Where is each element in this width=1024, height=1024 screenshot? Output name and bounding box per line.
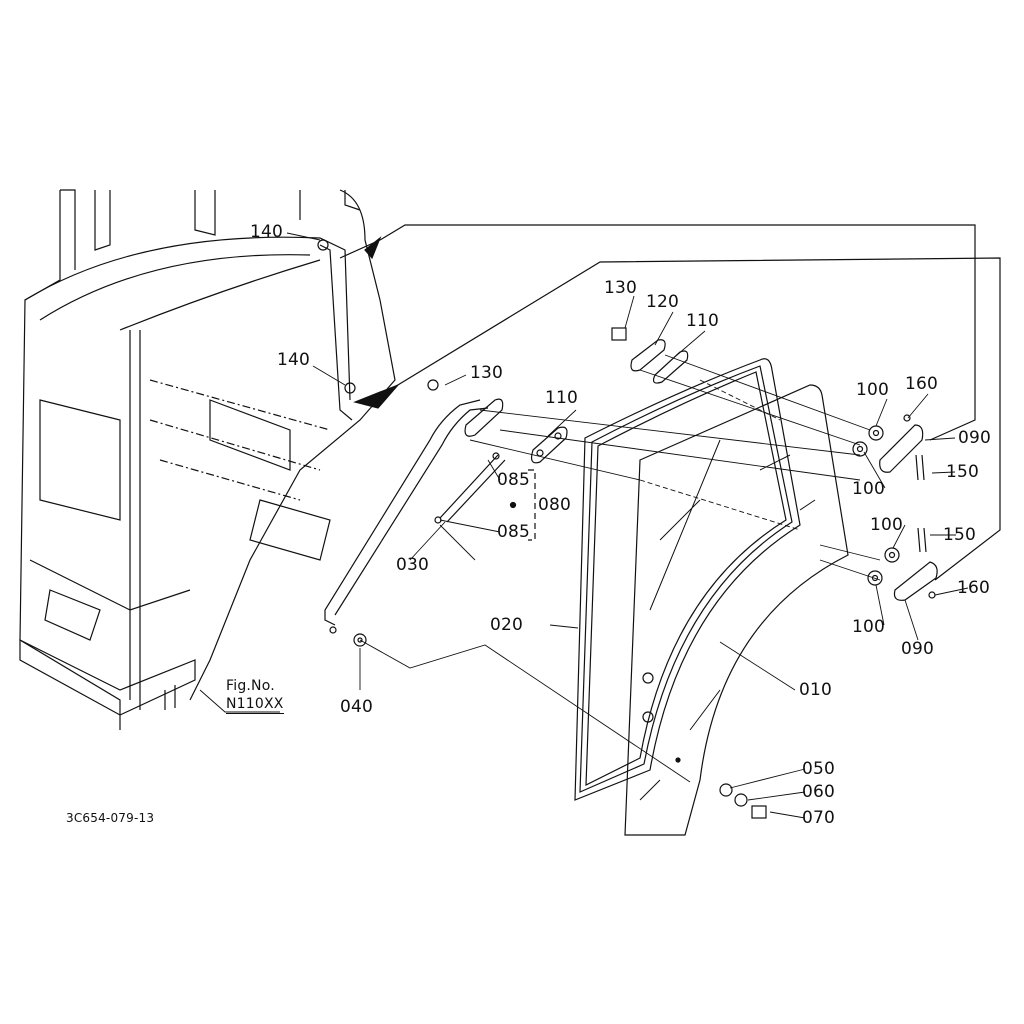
callout-150: 150 [946, 462, 980, 482]
callout-085: 085 [497, 522, 531, 542]
callout-050: 050 [802, 759, 836, 779]
callout-100: 100 [870, 515, 904, 535]
callout-110: 110 [686, 311, 720, 331]
callout-020: 020 [490, 615, 524, 635]
callout-085: 085 [497, 470, 531, 490]
callout-100: 100 [852, 617, 886, 637]
figure-label: Fig.No. [226, 678, 275, 694]
callout-110: 110 [545, 388, 579, 408]
drawing-code: 3C654-079-13 [66, 811, 155, 825]
callout-130: 130 [604, 278, 638, 298]
callout-030: 030 [396, 555, 430, 575]
plate-120 [630, 339, 666, 372]
callout-070: 070 [802, 808, 836, 828]
callout-120: 120 [646, 292, 680, 312]
callout-140: 140 [250, 222, 284, 242]
callout-160: 160 [957, 578, 991, 598]
callout-140: 140 [277, 350, 311, 370]
figure-number: N110XX [226, 696, 284, 714]
callout-100: 100 [856, 380, 890, 400]
arrowheads [353, 236, 399, 409]
callout-060: 060 [802, 782, 836, 802]
hinge-plate-left [464, 398, 504, 437]
rod-030 [324, 399, 489, 626]
callout-150: 150 [943, 525, 977, 545]
plate-110-lower [530, 426, 568, 464]
weatherstrip-020 [574, 358, 801, 801]
glass-panel-010 [624, 384, 849, 836]
callout-160: 160 [905, 374, 939, 394]
callout-100: 100 [852, 479, 886, 499]
leader-frame-lower [364, 257, 1001, 581]
figure-reference: Fig.No. N110XX [226, 678, 284, 714]
callout-090: 090 [901, 639, 935, 659]
callout-080: 080 [538, 495, 572, 515]
cab-frame [19, 189, 396, 730]
plate-110-upper [652, 350, 689, 384]
callout-130: 130 [470, 363, 504, 383]
callout-090: 090 [958, 428, 992, 448]
gas-spring-080 [439, 454, 506, 523]
leader-frame-upper [339, 224, 976, 441]
callout-040: 040 [340, 697, 374, 717]
callout-010: 010 [799, 680, 833, 700]
right-hinges [852, 414, 938, 601]
